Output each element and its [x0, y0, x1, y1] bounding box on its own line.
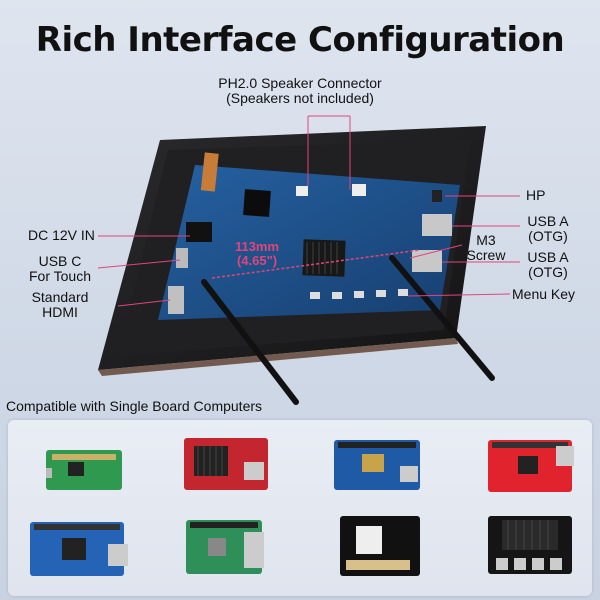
usbc-line1: USB C	[38, 253, 82, 269]
speaker-connector-line2: (Speakers not included)	[226, 90, 374, 106]
blue-sbc-icon	[318, 432, 438, 498]
red-sbc-icon	[470, 432, 590, 498]
m3-line2: Screw	[466, 247, 506, 263]
menu-key-label: Menu Key	[512, 286, 576, 302]
usba-top-line1: USB A	[527, 213, 569, 229]
hdmi-line1: Standard	[31, 289, 89, 305]
usba-otg-top-label: USB A (OTG)	[520, 214, 576, 244]
m3-screw-label: M3 Screw	[458, 233, 514, 263]
stand-leg-left	[201, 279, 299, 405]
red-heatsink-sbc-icon	[160, 432, 280, 498]
display-product-illustration	[97, 115, 520, 405]
hp-label: HP	[526, 187, 546, 203]
page-title: Rich Interface Configuration	[35, 20, 565, 60]
dimension-in: (4.65")	[236, 253, 278, 268]
dimension-label: 113mm (4.65")	[222, 240, 292, 268]
black-module-sbc-icon	[472, 512, 592, 578]
usba-bottom-line1: USB A	[527, 249, 569, 265]
m3-line1: M3	[476, 232, 496, 248]
hdmi-label: Standard HDMI	[22, 290, 98, 320]
usba-bottom-line2: (OTG)	[528, 264, 568, 280]
speaker-connector-label: PH2.0 Speaker Connector (Speakers not in…	[196, 76, 404, 106]
hdmi-line2: HDMI	[42, 304, 78, 320]
dc-in-label: DC 12V IN	[28, 227, 95, 243]
dimension-mm: 113mm	[234, 239, 280, 254]
compat-panel	[8, 420, 592, 596]
compat-heading: Compatible with Single Board Computers	[6, 398, 263, 414]
usba-top-line2: (OTG)	[528, 228, 568, 244]
usba-otg-bottom-label: USB A (OTG)	[520, 250, 576, 280]
black-sbc-icon	[320, 512, 440, 578]
stand-leg-right	[389, 255, 495, 381]
usbc-touch-label: USB C For Touch	[18, 254, 102, 284]
speaker-connector-line1: PH2.0 Speaker Connector	[218, 75, 382, 91]
usbc-line2: For Touch	[29, 268, 91, 284]
green-large-sbc-icon	[158, 514, 278, 580]
green-sbc-icon	[18, 438, 138, 504]
blue-large-sbc-icon	[22, 516, 142, 582]
